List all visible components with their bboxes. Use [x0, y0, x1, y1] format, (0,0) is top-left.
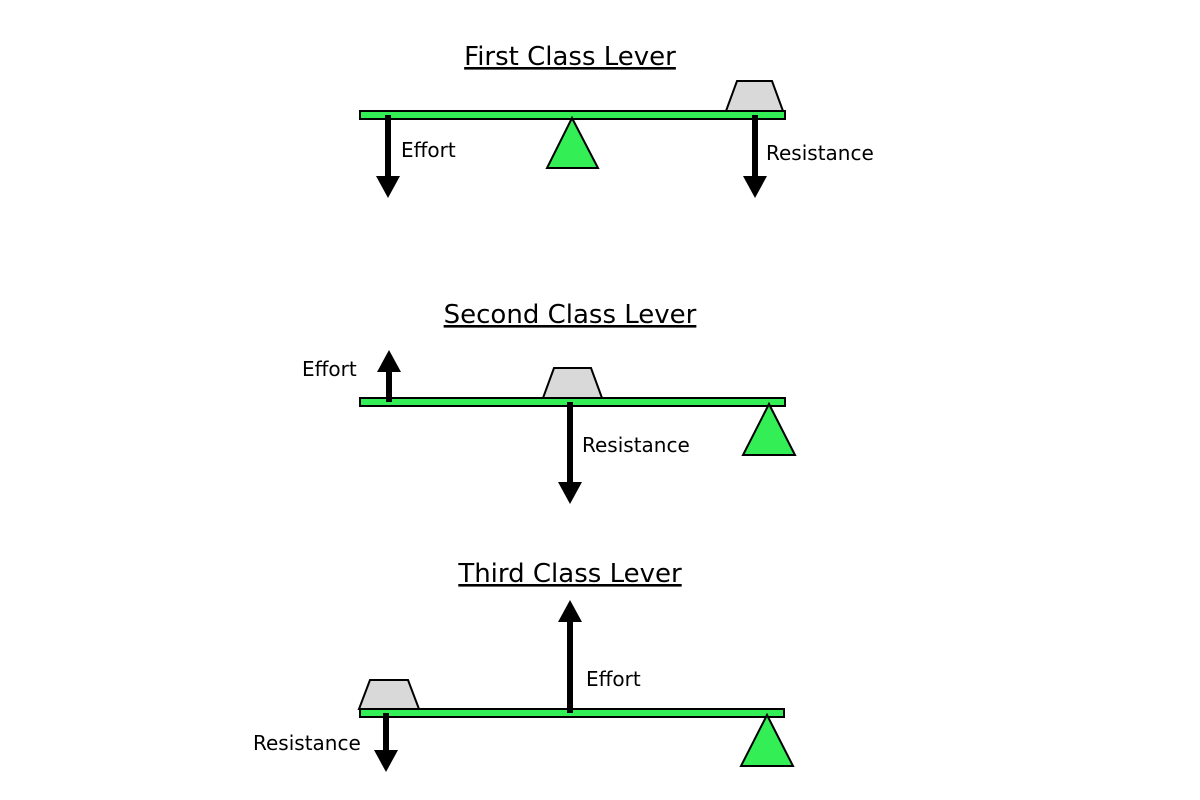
resistance-label: Resistance	[582, 433, 690, 457]
resistance-label: Resistance	[766, 141, 874, 165]
resistance-arrow	[558, 402, 582, 504]
lever-title: Second Class Lever	[444, 300, 697, 330]
lever-title: Third Class Lever	[457, 559, 682, 589]
resistance-label: Resistance	[253, 731, 361, 755]
resistance-weight	[541, 367, 604, 399]
third-class-lever: Third Class Lever Effort Resistance	[253, 559, 795, 772]
effort-label: Effort	[586, 667, 641, 691]
effort-arrow	[377, 350, 401, 402]
lever-title: First Class Lever	[464, 42, 676, 72]
fulcrum-triangle	[741, 401, 797, 456]
effort-label: Effort	[401, 138, 456, 162]
second-class-lever: Second Class Lever Effort Resistance	[302, 300, 797, 504]
effort-arrow	[558, 600, 582, 713]
resistance-weight	[357, 679, 421, 710]
fulcrum-triangle	[545, 115, 600, 169]
first-class-lever: First Class Lever Effort Resistance	[359, 42, 874, 198]
effort-label: Effort	[302, 357, 357, 381]
resistance-arrow	[374, 713, 398, 772]
effort-arrow	[376, 115, 400, 198]
resistance-weight	[724, 80, 785, 112]
fulcrum-triangle	[739, 712, 795, 767]
resistance-arrow	[743, 115, 767, 198]
